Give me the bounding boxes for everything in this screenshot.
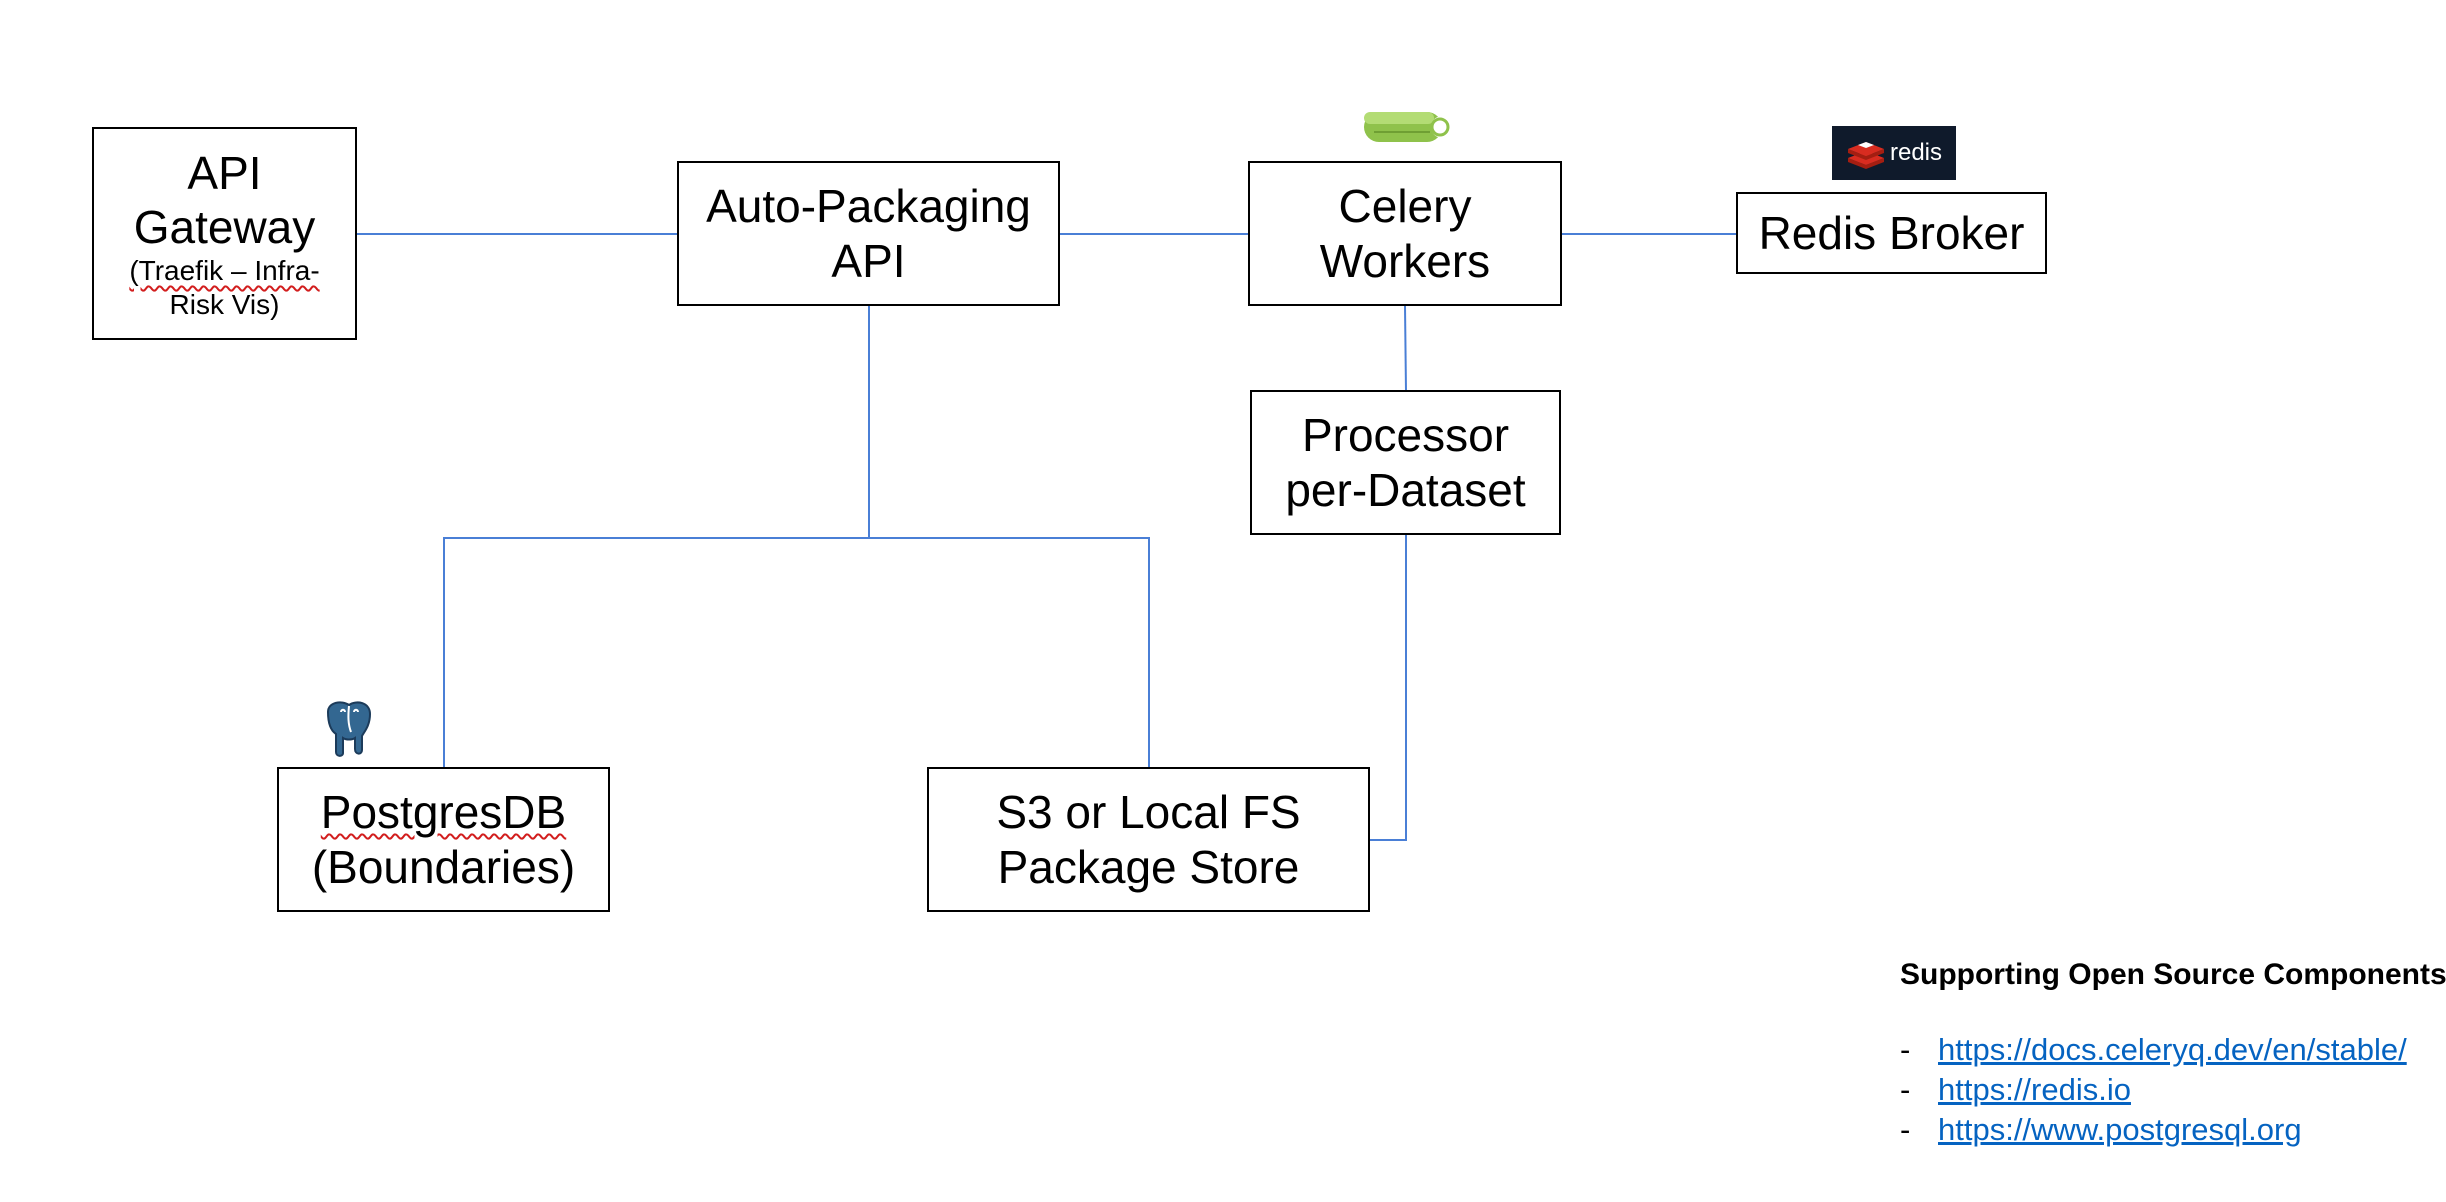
celery-workers-line1: Celery (1338, 180, 1472, 233)
celery-logo-icon (1364, 112, 1450, 142)
package-store-line2: Package Store (997, 840, 1300, 893)
component-links-list: - https://docs.celeryq.dev/en/stable/ - … (1900, 1030, 2430, 1150)
edge-processor-to-package-store (1370, 534, 1407, 841)
auto-packaging-line1: Auto-Packaging (706, 180, 1031, 233)
postgresdb-node: PostgresDB (Boundaries) (277, 767, 610, 912)
celery-docs-link[interactable]: https://docs.celeryq.dev/en/stable/ (1938, 1032, 2407, 1067)
redis-logo-icon: redis (1832, 126, 1956, 180)
list-item: - https://www.postgresql.org (1900, 1110, 2430, 1150)
auto-packaging-api-node: Auto-Packaging API (677, 161, 1060, 306)
bullet-dash: - (1900, 1072, 1911, 1107)
list-item: - https://docs.celeryq.dev/en/stable/ (1900, 1030, 2430, 1070)
supporting-components-notes: Supporting Open Source Components: - htt… (1900, 958, 2446, 1150)
notes-title: Supporting Open Source Components: (1900, 958, 2446, 991)
celery-workers-line2: Workers (1319, 234, 1491, 287)
celery-workers-node: Celery Workers (1248, 161, 1562, 306)
redis-wordmark: redis (1889, 139, 1943, 166)
postgres-line1: PostgresDB (321, 785, 566, 839)
edge-split-to-postgres (443, 537, 869, 768)
api-gateway-node: API Gateway (Traefik – Infra- Risk Vis) (92, 127, 357, 340)
package-store-line1: S3 or Local FS (996, 786, 1301, 839)
edge-celery-to-processor (1404, 305, 1407, 393)
edge-split-to-package-store (869, 537, 1150, 768)
postgresql-elephant-icon (326, 701, 372, 757)
postgresql-link[interactable]: https://www.postgresql.org (1938, 1112, 2302, 1147)
api-gateway-title-line2: Gateway (133, 200, 316, 253)
bullet-dash: - (1900, 1032, 1911, 1067)
auto-packaging-line2: API (831, 234, 906, 287)
redis-broker-label: Redis Broker (1758, 206, 2025, 259)
package-store-node: S3 or Local FS Package Store (927, 767, 1370, 912)
processor-per-dataset-node: Processor per-Dataset (1250, 390, 1561, 535)
bullet-dash: - (1900, 1112, 1911, 1147)
list-item: - https://redis.io (1900, 1070, 2430, 1110)
processor-line2: per-Dataset (1285, 463, 1526, 516)
traefik-misspelling-marked: (Traefik – Infra- (129, 255, 320, 287)
api-gateway-note-line2: Risk Vis) (169, 288, 280, 320)
postgres-misspelling-marked: PostgresDB (320, 786, 567, 839)
postgres-line2: (Boundaries) (311, 840, 576, 893)
api-gateway-note-line1: (Traefik – Infra- (129, 254, 319, 288)
processor-line1: Processor (1301, 409, 1510, 462)
api-gateway-title-line1: API (187, 146, 262, 199)
redis-broker-node: Redis Broker (1736, 192, 2047, 274)
redis-link[interactable]: https://redis.io (1938, 1072, 2131, 1107)
redis-cube-icon (1847, 142, 1884, 169)
